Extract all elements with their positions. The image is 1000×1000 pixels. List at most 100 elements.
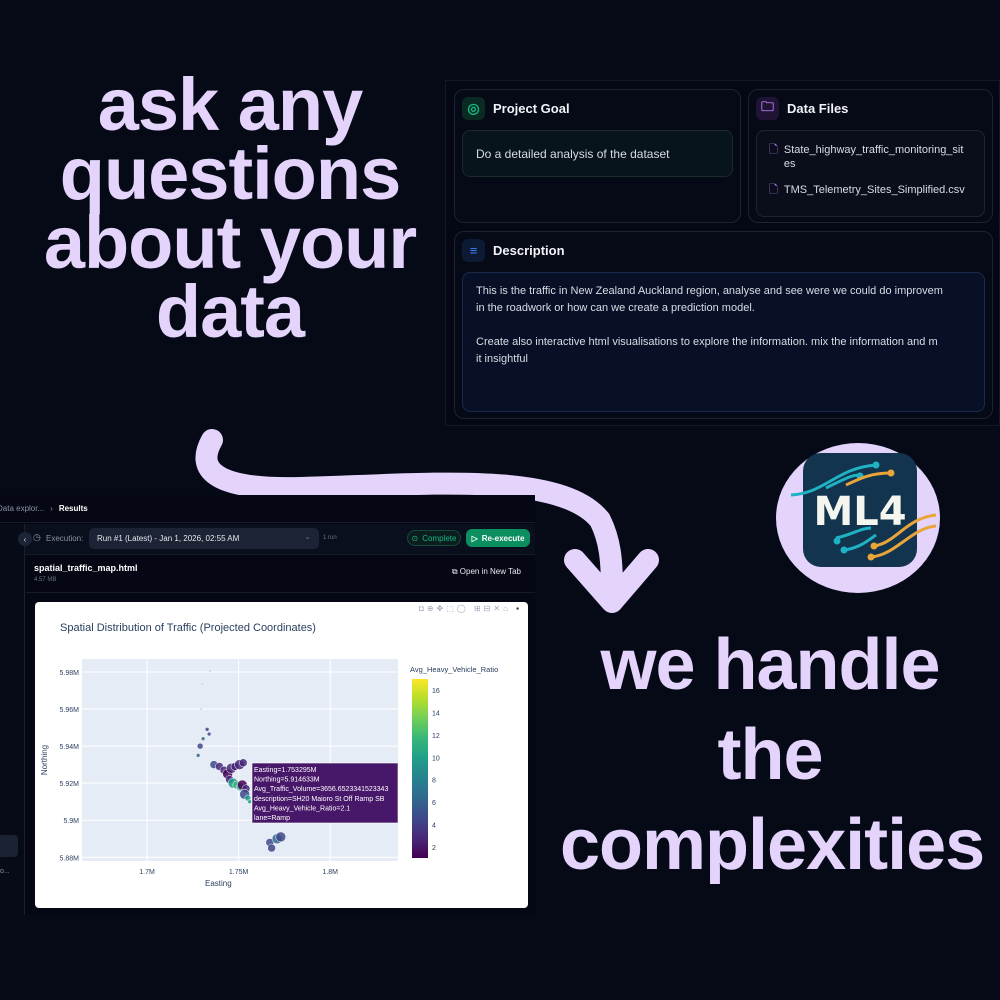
file-name: spatial_traffic_map.html [34,563,138,573]
data-point [267,843,276,853]
open-in-new-tab-label: Open in New Tab [459,567,521,576]
run-select-value: Run #1 (Latest) - Jan 1, 2026, 02:55 AM [97,534,240,543]
description-line: it insightful [476,353,528,365]
headline-top: ask any questions about your data [43,63,417,353]
data-files-title: Data Files [787,101,849,116]
colorbar-tick-label: 10 [432,755,440,762]
description-card: ≡ Description This is the traffic in New … [454,231,993,419]
camera-icon[interactable]: ◘ [418,604,427,613]
project-goal-box: Do a detailed analysis of the dataset [462,130,733,177]
scatter-chart[interactable]: Spatial Distribution of Traffic (Project… [35,602,528,908]
colorbar-tick-label: 4 [432,822,436,829]
re-execute-button[interactable]: ▷Re-execute [466,529,530,547]
data-point [204,727,210,732]
y-tick-label: 5.88M [60,855,80,862]
re-execute-label: Re-execute [481,533,525,543]
colorbar-tick-label: 16 [432,688,440,695]
pan-icon[interactable]: ✥ [436,604,447,613]
data-point [238,758,248,768]
status-text: Complete [422,533,457,543]
data-point [206,731,212,737]
tooltip-line: lane=Ramp [254,815,290,822]
x-axis-label: Easting [205,879,232,888]
data-point [195,753,201,758]
open-in-new-tab-button[interactable]: ⧉ Open in New Tab [452,567,521,577]
zoom-in-icon[interactable]: ⊞ [473,604,484,613]
colorbar-tick-label: 8 [432,778,436,785]
tooltip-line: Avg_Traffic_Volume=3656.6523341523343 [254,786,388,793]
modebar: ◘⊕✥⬚◯ ⊞⊟✕⌂ ▪ [419,604,522,613]
file-size: 4.57 MB [34,577,57,583]
tooltip-line: description=SH20 Maioro St Off Ramp SB [254,796,385,803]
data-point [275,831,287,843]
x-tick-label: 1.75M [229,869,249,876]
file-icon: 🗋 [769,184,778,196]
data-point [200,707,203,711]
ml4-logo: ML4 [776,443,940,593]
zoom-icon[interactable]: ⊕ [426,604,437,613]
breadcrumb-separator: › [50,504,53,513]
description-line: in the roadwork or how can we create a p… [476,302,755,314]
colorbar-tick-label: 14 [432,711,440,718]
breadcrumb: Data explor... › Results [0,495,535,523]
file-item[interactable]: 🗋State_highway_traffic_monitoring_sites [769,144,964,170]
description-box: This is the traffic in New Zealand Auckl… [462,272,985,412]
project-goal-title: Project Goal [493,101,570,116]
box-select-icon[interactable]: ⬚ [446,604,457,613]
y-tick-label: 5.9M [63,818,79,825]
run-count: 1 run [323,535,337,541]
headline-bottom: we handle the complexities [560,625,985,885]
tooltip-line: Northing=5.914633M [254,777,320,784]
plotly-logo-icon[interactable]: ▪ [516,604,522,613]
breadcrumb-item[interactable]: Data explor... [0,504,45,513]
check-circle-icon: ⊙ [411,533,419,543]
file-item[interactable]: 🗋TMS_Telemetry_Sites_Simplified.csv [769,184,965,196]
description-line: Create also interactive html visualisati… [476,336,938,348]
colorbar [412,679,428,858]
tooltip-line: Avg_Heavy_Vehicle_Ratio=2.1 [254,805,350,812]
data-point [196,742,204,750]
colorbar-tick-label: 12 [432,733,440,740]
autoscale-icon[interactable]: ✕ [493,604,504,613]
y-tick-label: 5.96M [60,707,80,714]
description-title: Description [493,243,565,258]
sidebar-item-active[interactable] [0,835,18,857]
y-tick-label: 5.98M [60,670,80,677]
colorbar-tick-label: 2 [432,845,436,852]
execution-bar: ‹ ◷ Execution: Run #1 (Latest) - Jan 1, … [18,524,535,555]
logo-text: ML4 [813,489,906,535]
zoom-out-icon[interactable]: ⊟ [483,604,494,613]
colorbar-tick-label: 6 [432,800,436,807]
home-icon[interactable]: ⌂ [503,604,511,613]
folder-icon: 🗀 [756,97,779,120]
clock-icon: ◷ [33,532,41,542]
colorbar-title: Avg_Heavy_Vehicle_Ratio [410,665,498,674]
target-icon: ◎ [462,97,485,120]
hover-tooltip [251,762,399,824]
execution-label: Execution: [46,534,84,543]
data-point [247,799,252,804]
external-link-icon: ⧉ [451,567,458,576]
align-left-icon: ≡ [462,239,485,262]
description-line [476,317,971,334]
run-select[interactable]: Run #1 (Latest) - Jan 1, 2026, 02:55 AM ⌄ [89,528,319,549]
breadcrumb-current: Results [58,504,88,513]
lasso-icon[interactable]: ◯ [456,604,469,613]
chart-title: Spatial Distribution of Traffic (Project… [60,622,316,634]
x-tick-label: 1.7M [139,869,155,876]
chevron-down-icon: ⌄ [304,532,311,541]
project-goal-card: ◎ Project Goal Do a detailed analysis of … [454,89,741,223]
x-tick-label: 1.8M [322,869,338,876]
data-point [208,669,212,673]
project-panel: ◎ Project Goal Do a detailed analysis of … [445,80,1000,426]
data-files-list: 🗋State_highway_traffic_monitoring_sites … [756,130,985,217]
sidebar-item-label[interactable]: o... [0,868,10,875]
file-icon: 🗋 [769,144,778,156]
play-icon: ▷ [471,533,478,543]
y-tick-label: 5.92M [60,781,80,788]
y-tick-label: 5.94M [60,744,80,751]
data-files-card: 🗀 Data Files 🗋State_highway_traffic_monit… [748,89,993,223]
project-goal-text: Do a detailed analysis of the dataset [476,147,670,161]
collapse-sidebar-button[interactable]: ‹ [18,532,32,546]
